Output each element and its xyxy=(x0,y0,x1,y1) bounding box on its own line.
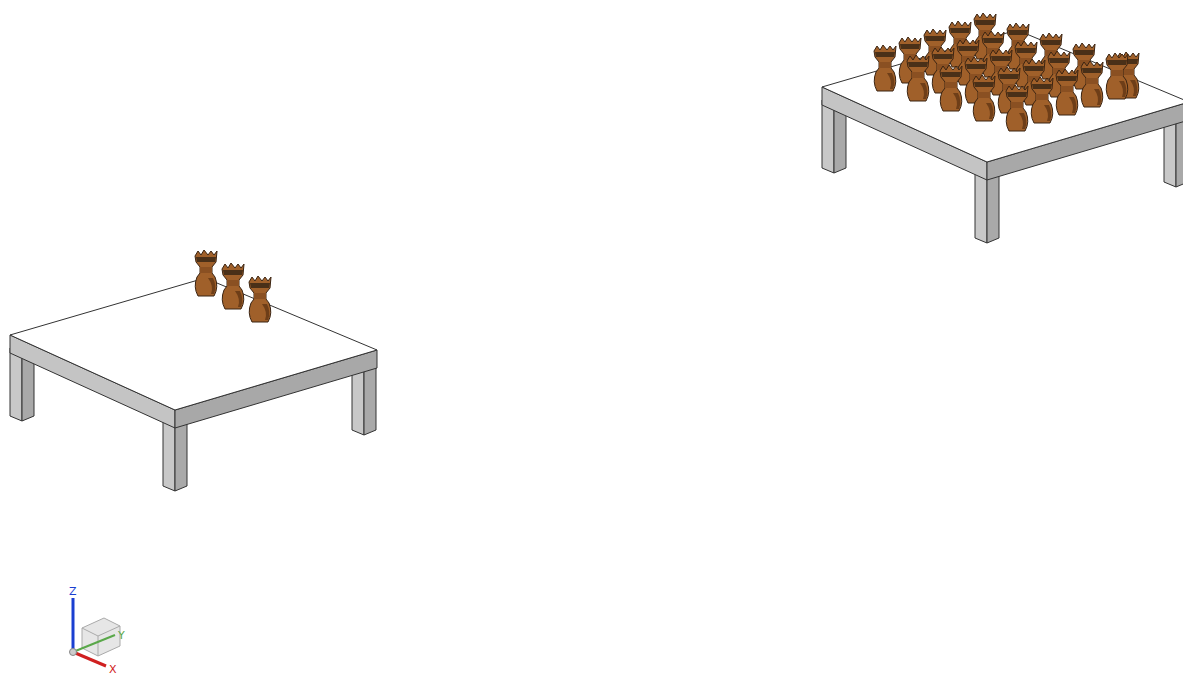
table-top xyxy=(10,278,377,410)
table-leg xyxy=(975,172,987,243)
vase xyxy=(1081,61,1103,107)
vase xyxy=(874,45,896,91)
table-left xyxy=(10,250,377,491)
vase xyxy=(249,276,271,322)
vase-group xyxy=(874,13,1139,131)
vase xyxy=(907,55,929,101)
vase xyxy=(195,250,217,296)
table-leg xyxy=(364,362,376,435)
table-leg xyxy=(10,348,22,421)
axis-label-y: Y xyxy=(118,630,125,641)
vase xyxy=(1031,77,1053,123)
vase xyxy=(1006,85,1028,131)
table-leg xyxy=(987,172,999,243)
vase xyxy=(1106,53,1128,99)
vase xyxy=(940,65,962,111)
table-right xyxy=(822,30,1183,243)
table-leg xyxy=(822,100,834,173)
vase xyxy=(1056,69,1078,115)
table-top xyxy=(822,30,1183,162)
table-leg xyxy=(163,420,175,491)
table-leg xyxy=(175,420,187,491)
vase xyxy=(222,263,244,309)
axis-label-x: X xyxy=(109,664,117,675)
axis-triad xyxy=(70,598,121,666)
axis-label-z: Z xyxy=(69,586,77,597)
table-leg xyxy=(1176,114,1183,187)
vase xyxy=(973,75,995,121)
